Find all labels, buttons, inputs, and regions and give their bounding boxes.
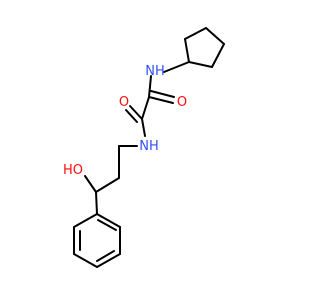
bond-ch-phenyl — [95, 191, 98, 215]
bond-ring-4 — [211, 43, 225, 68]
bond-ch2-choh — [95, 177, 120, 193]
bond-c2-nh — [141, 118, 146, 137]
bond-ring-1 — [184, 38, 190, 63]
bond-ring-3 — [205, 27, 225, 45]
nh-upper-label: NH — [145, 64, 165, 79]
bond-ph-6 — [73, 213, 98, 228]
bond-ph-inner-1 — [97, 219, 117, 231]
bond-ph-3 — [96, 253, 121, 268]
nh-lower-label: NH — [139, 139, 159, 154]
bond-c1-o-a — [148, 96, 174, 104]
bond-ring-2 — [184, 27, 207, 40]
ho-label: HO — [63, 163, 83, 178]
bond-ph-4 — [73, 253, 98, 268]
bond-nh-c1 — [148, 75, 152, 98]
atom-labels: NH O O NH HO — [63, 64, 187, 178]
o-right-label: O — [177, 95, 187, 110]
bond-ph-1 — [96, 213, 121, 228]
bonds — [73, 27, 225, 268]
bond-ring-5 — [188, 61, 213, 68]
molecule-structure: NH O O NH HO — [63, 27, 225, 268]
o-left-label: O — [119, 95, 129, 110]
bond-c1-c2 — [141, 96, 150, 120]
bond-c2-o-a — [129, 105, 143, 120]
bond-ph-inner-2 — [96, 250, 115, 262]
bond-c2-o-b — [125, 109, 138, 123]
bond-ring-nh — [163, 61, 190, 73]
bond-ch-oh — [84, 175, 97, 193]
bond-c1-o-b — [150, 90, 175, 98]
